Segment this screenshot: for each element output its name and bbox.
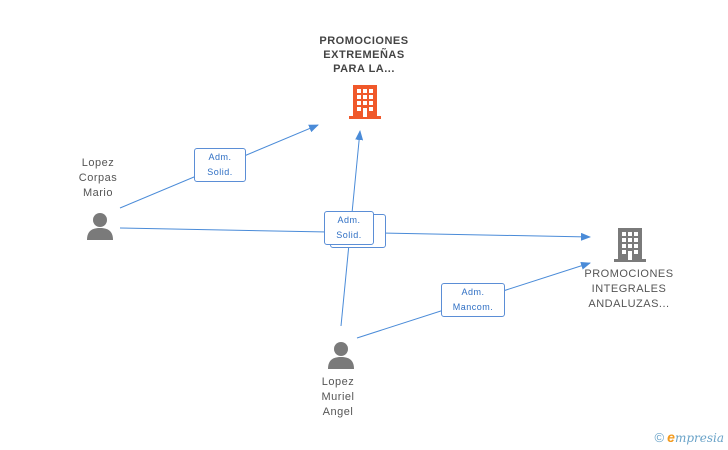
building-icon[interactable] — [614, 228, 646, 262]
person-angel-label-line: Angel — [322, 406, 354, 418]
building-icon[interactable] — [349, 85, 381, 119]
person-mario-label-line: Mario — [82, 187, 113, 199]
edge-label-line: Adm. — [461, 287, 485, 297]
company-second-label-line: PROMOCIONES — [584, 268, 674, 280]
edge-label-angel-second[interactable]: Adm. Mancom. — [441, 283, 505, 317]
edge-label-line: Solid. — [207, 167, 233, 177]
person-icon[interactable] — [86, 212, 114, 240]
company-second-label[interactable]: PROMOCIONES INTEGRALES ANDALUZAS... — [574, 267, 684, 312]
person-mario-label-line: Lopez — [81, 157, 115, 169]
company-main-label-line: PARA LA... — [333, 63, 395, 75]
person-icon[interactable] — [327, 341, 355, 369]
edge-label-mario-main[interactable]: Adm. Solid. — [194, 148, 246, 182]
edge-label-line: Adm. — [208, 152, 232, 162]
company-main-label-line: PROMOCIONES — [319, 35, 409, 47]
edge-label-shared[interactable]: Adm. Solid. — [324, 211, 374, 245]
company-second-label-line: INTEGRALES — [591, 283, 667, 295]
person-mario-label[interactable]: Lopez Corpas Mario — [60, 156, 136, 201]
brand-logo-e: e — [667, 429, 675, 445]
person-angel-label-line: Lopez — [321, 376, 355, 388]
company-main-label[interactable]: PROMOCIONES EXTREMEÑAS PARA LA... — [296, 34, 432, 76]
edge-label-line: Adm. — [337, 215, 361, 225]
person-angel-label-line: Muriel — [321, 391, 355, 403]
person-mario-label-line: Corpas — [78, 172, 118, 184]
company-main-label-line: EXTREMEÑAS — [323, 49, 405, 61]
person-angel-label[interactable]: Lopez Muriel Angel — [300, 375, 376, 420]
copyright-symbol: © — [654, 430, 665, 445]
company-second-label-line: ANDALUZAS... — [588, 298, 670, 310]
empresia-logo[interactable]: ©empresia — [655, 429, 724, 445]
edge-label-line: Solid. — [336, 230, 362, 240]
brand-logo-text: mpresia — [674, 431, 724, 445]
edge-label-line: Mancom. — [452, 302, 494, 312]
